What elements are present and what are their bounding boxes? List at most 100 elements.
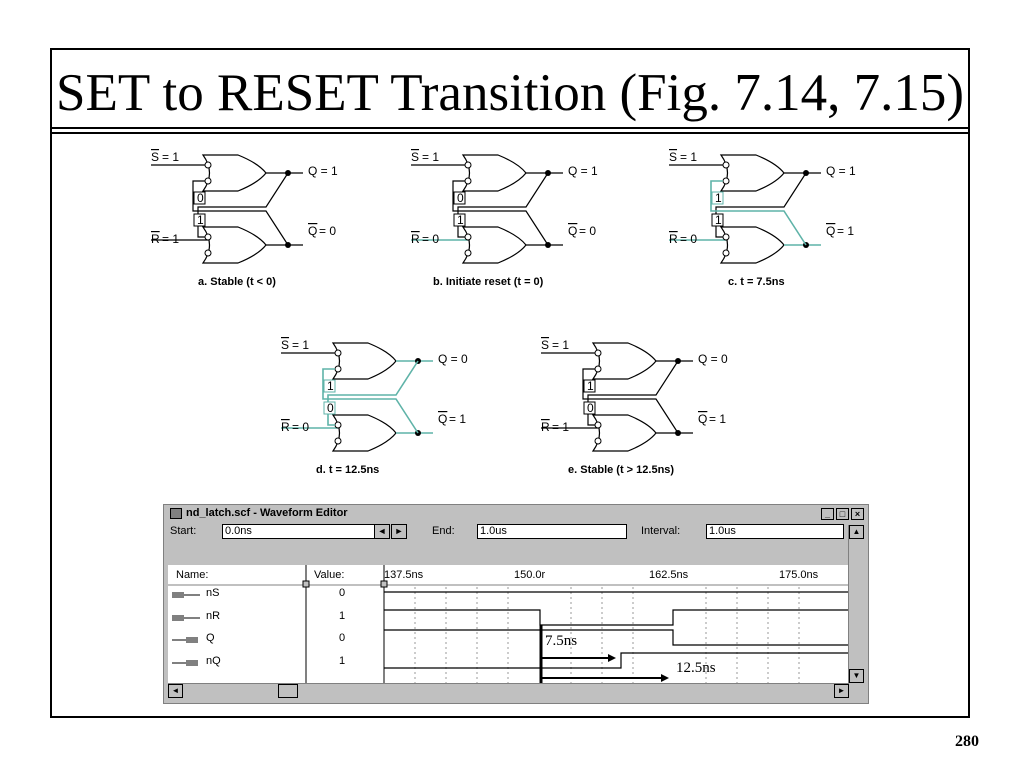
- wave-nq: [384, 652, 849, 669]
- qbar-value: = 1: [449, 412, 466, 426]
- bubble: [334, 365, 342, 373]
- column-handle[interactable]: [380, 580, 388, 588]
- fb-box-bottom: [583, 401, 596, 415]
- interval-field[interactable]: 1.0us: [706, 524, 844, 539]
- feedback-qbar: [322, 368, 419, 434]
- signal-name[interactable]: nR: [206, 610, 221, 622]
- fb-box-bottom: [193, 213, 206, 227]
- value-header: Value:: [314, 569, 345, 581]
- gate-top: [201, 154, 267, 192]
- waveform-app-icon: [170, 508, 182, 519]
- bubble: [334, 437, 342, 445]
- signal-value: 1: [339, 610, 346, 622]
- gate-top: [461, 154, 527, 192]
- interval-label: Interval:: [641, 525, 681, 537]
- time-tick: 175.0ns: [779, 569, 819, 581]
- vertical-scrollbar[interactable]: ▲ ▼: [848, 525, 866, 683]
- arrowhead: [608, 654, 616, 662]
- qbar-value: = 1: [837, 224, 854, 238]
- fb-top: 0: [197, 191, 204, 205]
- caption: c. t = 7.5ns: [728, 276, 785, 288]
- s-value: = 1: [292, 338, 309, 352]
- latch-diagram: 0 1 S = 1 R = 1 Q = 1 Q = 0 a. Stable (t…: [151, 150, 338, 288]
- signal-name[interactable]: nS: [206, 587, 220, 599]
- signal-name[interactable]: nQ: [206, 655, 221, 667]
- fb-top: 0: [457, 191, 464, 205]
- delay-label-7-5: 7.5ns: [545, 633, 578, 649]
- r-value: = 1: [552, 420, 569, 434]
- signal-value: 0: [339, 632, 346, 644]
- fb-box-top: [711, 191, 724, 205]
- close-button[interactable]: ×: [851, 508, 864, 520]
- time-gridlines: [414, 587, 800, 683]
- arrow-left-button[interactable]: ◄: [374, 524, 390, 539]
- circuit-d: 1 0 S = 1 R = 0 Q = 0 Q = 1 d. t = 12.5n…: [278, 333, 518, 476]
- s-value: = 1: [422, 150, 439, 164]
- qbar-label: Q: [438, 412, 447, 426]
- circuit-b: 0 1 S = 1 R = 0 Q = 1 Q = 0 b. Initiate …: [408, 145, 648, 288]
- bubble: [722, 177, 730, 185]
- maximize-button[interactable]: □: [836, 508, 849, 520]
- horizontal-scrollbar[interactable]: ◄ ►: [168, 683, 849, 699]
- bubble: [594, 365, 602, 373]
- wave-q: [384, 629, 849, 646]
- gate-top: [331, 342, 397, 380]
- scroll-up-button[interactable]: ▲: [849, 525, 864, 539]
- r-label: R: [151, 232, 160, 246]
- feedback-q: [715, 172, 807, 238]
- fb-box-top: [453, 191, 466, 205]
- qbar-value: = 1: [709, 412, 726, 426]
- fb-box-top: [323, 379, 336, 393]
- gate-bottom: [719, 226, 785, 264]
- r-label: R: [411, 232, 420, 246]
- r-value: = 0: [422, 232, 439, 246]
- minimize-button[interactable]: _: [821, 508, 834, 520]
- output-pin-icon: [172, 660, 198, 666]
- gate-bottom: [331, 414, 397, 452]
- fb-box-bottom: [323, 401, 336, 415]
- scroll-right-button[interactable]: ►: [834, 684, 849, 698]
- signal-value: 0: [339, 587, 346, 599]
- s-label: S: [541, 338, 549, 352]
- feedback-qbar: [582, 368, 679, 434]
- r-value: = 1: [162, 232, 179, 246]
- window-titlebar[interactable]: nd_latch.scf - Waveform Editor _ □ ×: [166, 507, 866, 521]
- scroll-down-button[interactable]: ▼: [849, 669, 864, 683]
- signal-value: 1: [339, 655, 346, 667]
- fb-top: 1: [587, 379, 594, 393]
- arrow-right-button[interactable]: ►: [391, 524, 407, 539]
- fb-bottom: 0: [327, 401, 334, 415]
- fb-box-top: [193, 191, 206, 205]
- bubble: [722, 161, 730, 169]
- caption: d. t = 12.5ns: [316, 464, 379, 476]
- bubble: [464, 177, 472, 185]
- signal-name[interactable]: Q: [206, 632, 215, 644]
- scroll-thumb[interactable]: [278, 684, 298, 698]
- s-label: S: [669, 150, 677, 164]
- qbar-label: Q: [826, 224, 835, 238]
- qbar-value: = 0: [319, 224, 336, 238]
- bubble: [464, 249, 472, 257]
- feedback-q: [587, 360, 679, 426]
- name-header: Name:: [176, 569, 209, 581]
- bubble: [722, 249, 730, 257]
- end-label: End:: [432, 525, 455, 537]
- output-pin-icon: [172, 637, 198, 643]
- feedback-q: [327, 360, 419, 426]
- waveform-editor-window: nd_latch.scf - Waveform Editor _ □ × Sta…: [163, 504, 869, 704]
- s-value: = 1: [162, 150, 179, 164]
- bubble: [464, 161, 472, 169]
- latch-diagram: 0 1 S = 1 R = 0 Q = 1 Q = 0 b. Initiate …: [411, 150, 598, 288]
- s-label: S: [151, 150, 159, 164]
- fb-bottom: 1: [197, 213, 204, 227]
- caption: e. Stable (t > 12.5ns): [568, 464, 674, 476]
- latch-diagram: 1 0 S = 1 R = 1 Q = 0 Q = 1 e. Stable (t…: [541, 338, 728, 476]
- feedback-q: [457, 172, 549, 238]
- start-field[interactable]: 0.0ns: [222, 524, 380, 539]
- end-field[interactable]: 1.0us: [477, 524, 627, 539]
- scroll-left-button[interactable]: ◄: [168, 684, 183, 698]
- r-value: = 0: [292, 420, 309, 434]
- column-handle[interactable]: [302, 580, 310, 588]
- fb-box-bottom: [453, 213, 466, 227]
- waveform-pane[interactable]: [168, 565, 849, 683]
